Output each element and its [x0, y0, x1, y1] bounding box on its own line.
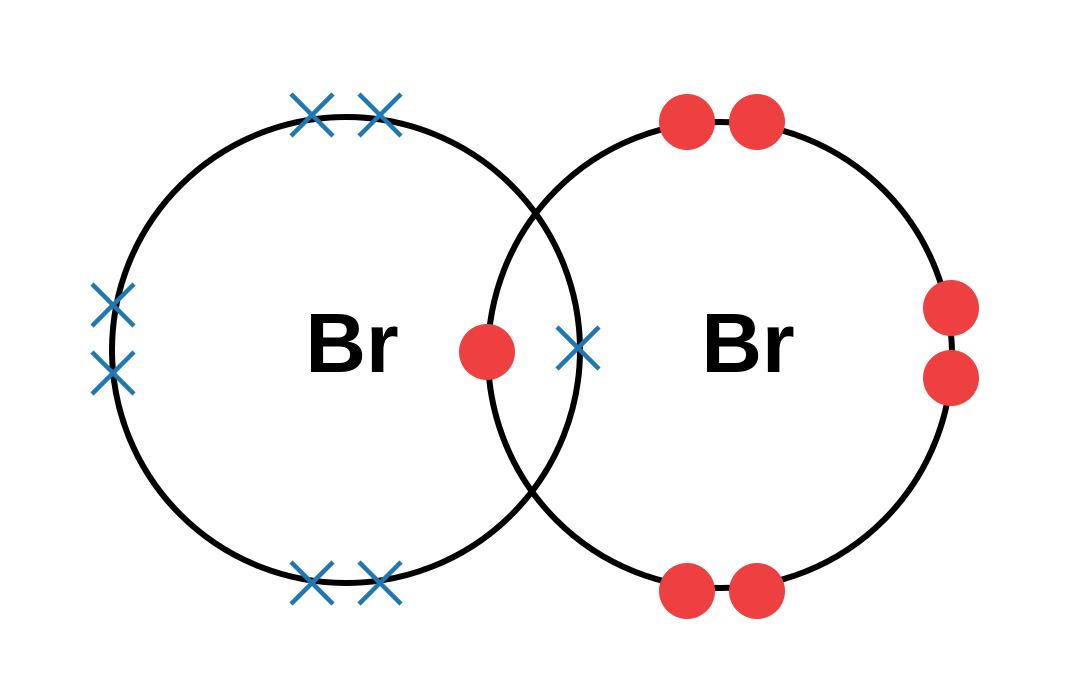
dot-electron-icon	[459, 324, 515, 380]
dot-electron-icon	[659, 563, 715, 619]
dot-electron-icon	[923, 350, 979, 406]
cross-electron-icon	[357, 560, 403, 606]
dot-electron-icon	[729, 94, 785, 150]
cross-electron-icon	[357, 92, 403, 138]
right-atom: Br	[459, 94, 979, 619]
dot-electron-icon	[923, 280, 979, 336]
left-atom-symbol: Br	[305, 296, 398, 390]
left-atom: Br	[90, 92, 601, 606]
cross-electron-icon	[289, 560, 335, 606]
cross-electron-icon	[555, 325, 601, 371]
cross-electron-icon	[289, 92, 335, 138]
right-atom-symbol: Br	[701, 296, 794, 390]
dot-electron-icon	[659, 94, 715, 150]
dot-electron-icon	[729, 563, 785, 619]
right-atom-electrons	[459, 94, 979, 619]
left-atom-electrons	[90, 92, 601, 606]
cross-electron-icon	[90, 282, 136, 328]
cross-electron-icon	[90, 350, 136, 396]
